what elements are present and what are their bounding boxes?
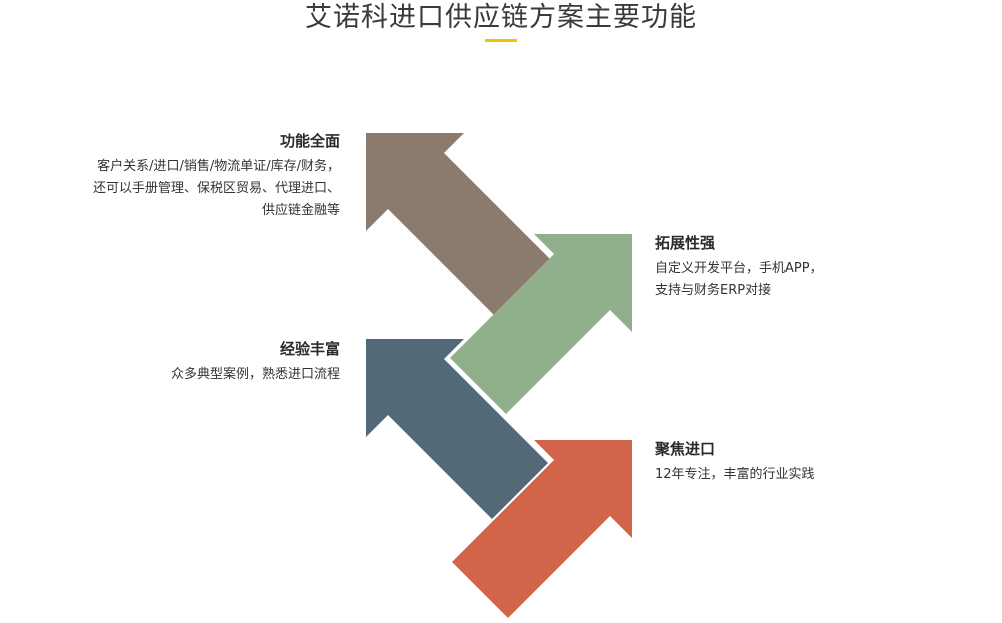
feature-focused-line-1: 12年专注，丰富的行业实践: [655, 467, 815, 482]
feature-extensible-line-1: 自定义开发平台，手机APP，: [655, 261, 823, 276]
feature-comprehensive-line-2: 还可以手册管理、保税区贸易、代理进口、: [92, 181, 340, 196]
feature-extensible-line-2: 支持与财务ERP对接: [655, 283, 772, 298]
arrow-orange-up-right: [452, 440, 632, 618]
arrow-slate-up-left: [366, 339, 548, 519]
feature-experienced: 经验丰富 众多典型案例，熟悉进口流程: [171, 339, 340, 386]
feature-focused-title: 聚焦进口: [655, 440, 716, 458]
feature-comprehensive-line-3: 供应链金融等: [261, 203, 340, 218]
title-underline: [485, 39, 517, 42]
feature-extensible-title: 拓展性强: [655, 234, 716, 252]
arrow-brown-up-left: [366, 133, 550, 315]
feature-extensible: 拓展性强 自定义开发平台，手机APP， 支持与财务ERP对接: [655, 233, 823, 302]
feature-comprehensive-title: 功能全面: [279, 132, 340, 150]
feature-experienced-title: 经验丰富: [279, 340, 340, 358]
feature-experienced-line-1: 众多典型案例，熟悉进口流程: [170, 367, 340, 382]
page-title: 艾诺科进口供应链方案主要功能: [305, 2, 697, 33]
feature-comprehensive-line-1: 客户关系/进口/销售/物流单证/库存/财务，: [97, 159, 340, 174]
arrow-green-up-right: [450, 234, 632, 414]
feature-comprehensive: 功能全面 客户关系/进口/销售/物流单证/库存/财务， 还可以手册管理、保税区贸…: [93, 131, 340, 222]
feature-focused: 聚焦进口 12年专注，丰富的行业实践: [655, 439, 815, 486]
